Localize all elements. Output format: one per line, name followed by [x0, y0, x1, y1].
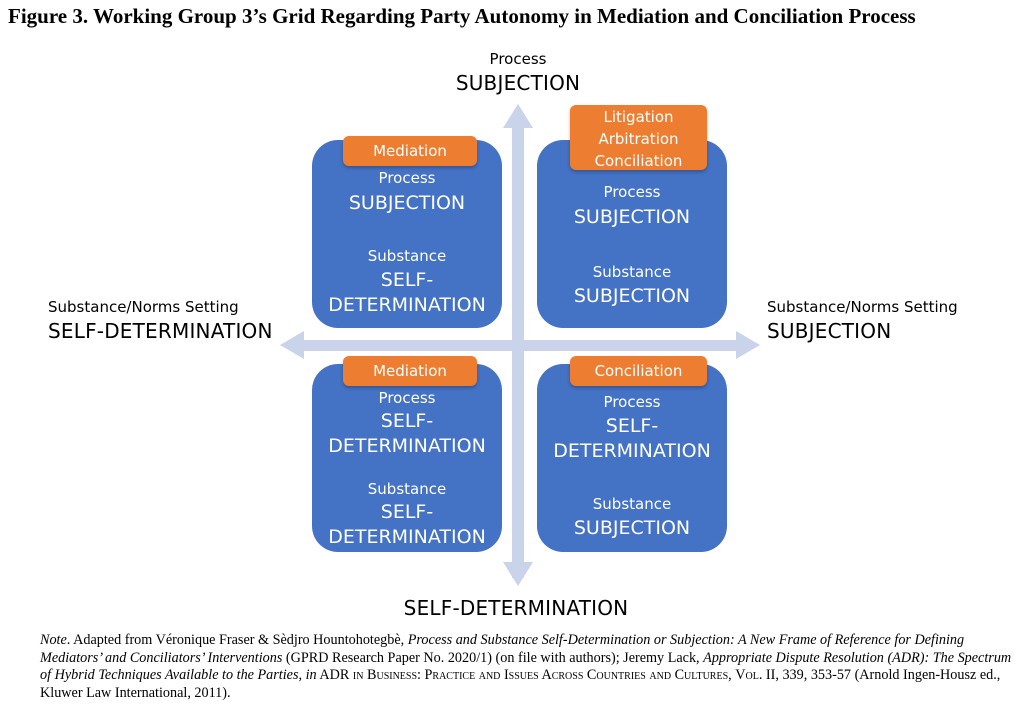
process-value: DETERMINATION	[553, 440, 711, 462]
substance-label: Substance	[367, 480, 447, 498]
substance-label: Substance	[592, 263, 672, 281]
substance-label: Substance	[592, 495, 672, 513]
substance-value: DETERMINATION	[328, 294, 486, 316]
figure-title: Figure 3. Working Group 3’s Grid Regardi…	[8, 4, 916, 28]
substance-value: SUBJECTION	[573, 517, 691, 539]
process-label: Process	[603, 393, 661, 411]
process-label: Process	[603, 183, 661, 201]
tag-top-right: Litigation Arbitration Conciliation	[570, 105, 707, 170]
note-citation-title: Appropriate Dispute Resolution (ADR): Th…	[40, 649, 1012, 684]
substance-label: Substance	[367, 247, 447, 265]
axis-top-label: Process SUBJECTION	[418, 50, 618, 95]
substance-value: SUBJECTION	[573, 285, 691, 307]
axis-right-label: Substance/Norms Setting SUBJECTION	[767, 298, 987, 343]
axis-bottom-label: SELF-DETERMINATION	[366, 596, 666, 620]
substance-value: DETERMINATION	[328, 526, 486, 548]
tag-label: Arbitration	[598, 130, 679, 148]
substance-value: SELF-	[380, 269, 434, 291]
axis-left-label: Substance/Norms Setting SELF-DETERMINATI…	[48, 298, 276, 343]
process-value: SELF-	[605, 415, 659, 437]
axis-right-big: SUBJECTION	[767, 319, 892, 343]
note-text: (GPRD Research Paper No. 2020/1) (on fil…	[282, 649, 704, 666]
axis-right-small: Substance/Norms Setting	[767, 298, 958, 316]
tag-top-left: Mediation	[343, 136, 477, 166]
quadrant-bottom-right: Process SELF- DETERMINATION Substance SU…	[537, 364, 727, 552]
note-citation-title: Process and Substance Self-Determination…	[40, 632, 965, 666]
substance-value: SELF-	[380, 501, 434, 523]
axis-top-big: SUBJECTION	[455, 71, 581, 95]
tag-label: Mediation	[373, 142, 447, 160]
process-value: SUBJECTION	[348, 192, 466, 214]
tag-bottom-right: Conciliation	[570, 356, 707, 386]
axis-bottom-big: SELF-DETERMINATION	[403, 596, 629, 620]
note-text: . Adapted from Véronique Fraser & Sèdjro…	[66, 632, 408, 648]
process-value: SUBJECTION	[573, 206, 691, 228]
tag-bottom-left: Mediation	[343, 356, 477, 386]
horizontal-axis-arrow	[280, 331, 760, 359]
note-text: . II, 339, 353-57 (Arnold Ingen-Housz ed…	[40, 667, 1001, 701]
tag-label: Conciliation	[594, 152, 683, 170]
quadrant-top-left: Process SUBJECTION Substance SELF- DETER…	[312, 140, 502, 328]
process-label: Process	[378, 389, 436, 407]
process-label: Process	[378, 169, 436, 187]
note-book-title: in Business: Practice and Issues Across …	[352, 667, 729, 683]
tag-label: Conciliation	[594, 362, 683, 380]
axis-left-small: Substance/Norms Setting	[48, 298, 239, 316]
process-value: DETERMINATION	[328, 435, 486, 457]
note-text: ADR	[316, 667, 353, 683]
note-text: ,	[728, 667, 736, 683]
tag-label: Litigation	[603, 108, 674, 126]
quadrant-bottom-left: Process SELF- DETERMINATION Substance SE…	[312, 364, 502, 552]
axis-top-small: Process	[489, 50, 547, 68]
process-value: SELF-	[380, 410, 434, 432]
tag-label: Mediation	[373, 362, 447, 380]
note-label: Note	[40, 632, 67, 648]
quadrant-top-right: Process SUBJECTION Substance SUBJECTION	[537, 140, 727, 328]
axis-left-big: SELF-DETERMINATION	[48, 319, 273, 343]
note-volume: Vol	[735, 667, 759, 683]
figure-note: Note. Adapted from Véronique Fraser & Sè…	[40, 632, 1018, 702]
vertical-axis-arrow	[503, 104, 533, 586]
